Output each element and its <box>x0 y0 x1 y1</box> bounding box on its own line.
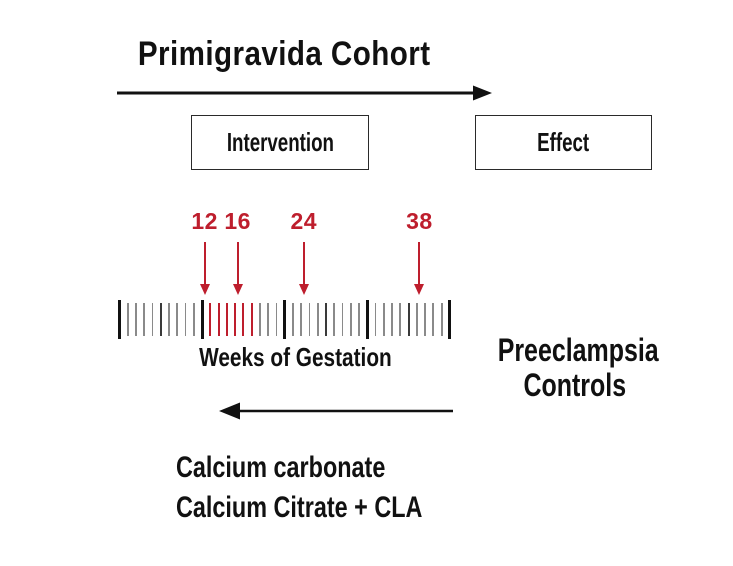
ruler-tick-week-38 <box>432 303 435 336</box>
intervention-box-label: Intervention <box>226 127 334 157</box>
ruler-tick-week-5 <box>159 303 162 336</box>
ruler-tick-week-21 <box>292 303 294 336</box>
ruler-tick-week-32 <box>382 303 385 336</box>
week-marker-arrow-icon-38 <box>414 242 425 295</box>
ruler-tick-week-18 <box>267 303 270 336</box>
ruler-tick-week-27 <box>341 303 344 336</box>
supplement-line2: Calcium Citrate + CLA <box>176 491 423 524</box>
ruler-tick-week-10 <box>200 300 204 339</box>
ruler-tick-week-1 <box>126 303 129 336</box>
effect-box: Effect <box>475 115 652 170</box>
page-title-text: Primigravida Cohort <box>137 35 431 73</box>
supplement-line1: Calcium carbonate <box>176 451 386 484</box>
ruler-tick-week-29 <box>358 303 360 336</box>
ruler-tick-week-14 <box>234 303 237 336</box>
ruler-tick-week-25 <box>325 303 327 336</box>
ruler-tick-week-19 <box>275 303 278 336</box>
week-marker-label-38: 38 <box>406 208 433 234</box>
ruler-tick-week-36 <box>415 303 418 336</box>
timeline-backward-arrow-icon <box>219 402 453 420</box>
ruler-tick-week-26 <box>333 303 336 336</box>
ruler-tick-week-16 <box>250 303 253 336</box>
ruler-tick-week-33 <box>391 303 393 336</box>
ruler-tick-week-0 <box>118 300 121 339</box>
ruler-tick-week-6 <box>168 303 170 336</box>
week-marker-arrow-icon-16 <box>232 242 243 295</box>
intervention-box: Intervention <box>191 115 369 170</box>
supplements-label: Calcium carbonate Calcium Citrate + CLA <box>176 448 492 528</box>
ruler-tick-week-15 <box>242 303 245 336</box>
ruler-tick-week-17 <box>259 303 261 336</box>
week-marker-arrow-icon-24 <box>298 242 309 295</box>
ruler-tick-week-40 <box>448 300 452 339</box>
ruler-tick-week-31 <box>374 303 377 336</box>
week-marker-label-16: 16 <box>224 208 251 234</box>
ruler-caption-text: Weeks of Gestation <box>198 342 392 372</box>
ruler-tick-week-8 <box>184 303 187 336</box>
week-marker-label-12: 12 <box>191 208 218 234</box>
ruler-tick-week-11 <box>209 303 212 336</box>
ruler-tick-week-4 <box>151 303 154 336</box>
ruler-tick-week-22 <box>300 303 303 336</box>
ruler-tick-week-2 <box>135 303 137 336</box>
right-label-line1: Preeclampsia <box>497 332 659 368</box>
ruler-caption: Weeks of Gestation <box>145 342 445 373</box>
preeclampsia-controls-label: Preeclampsia Controls <box>475 333 675 403</box>
ruler-tick-week-24 <box>316 303 319 336</box>
effect-box-label: Effect <box>537 127 590 157</box>
ruler-tick-week-35 <box>407 303 410 336</box>
right-label-line2: Controls <box>523 367 627 403</box>
ruler-tick-week-39 <box>440 303 443 336</box>
ruler-tick-week-34 <box>399 303 402 336</box>
ruler-tick-week-13 <box>225 303 228 336</box>
ruler-tick-week-23 <box>308 303 311 336</box>
ruler-tick-week-37 <box>424 303 427 336</box>
page-title: Primigravida Cohort <box>64 35 504 74</box>
ruler-tick-week-9 <box>192 303 195 336</box>
timeline-forward-arrow-icon <box>117 85 492 101</box>
week-marker-arrow-icon-12 <box>199 242 210 295</box>
ruler-tick-week-7 <box>176 303 179 336</box>
ruler-tick-week-12 <box>217 303 220 336</box>
week-marker-label-24: 24 <box>290 208 318 234</box>
ruler-tick-week-30 <box>365 300 369 339</box>
ruler-tick-week-20 <box>283 300 287 339</box>
ruler-tick-week-28 <box>349 303 352 336</box>
ruler-tick-week-3 <box>143 303 146 336</box>
